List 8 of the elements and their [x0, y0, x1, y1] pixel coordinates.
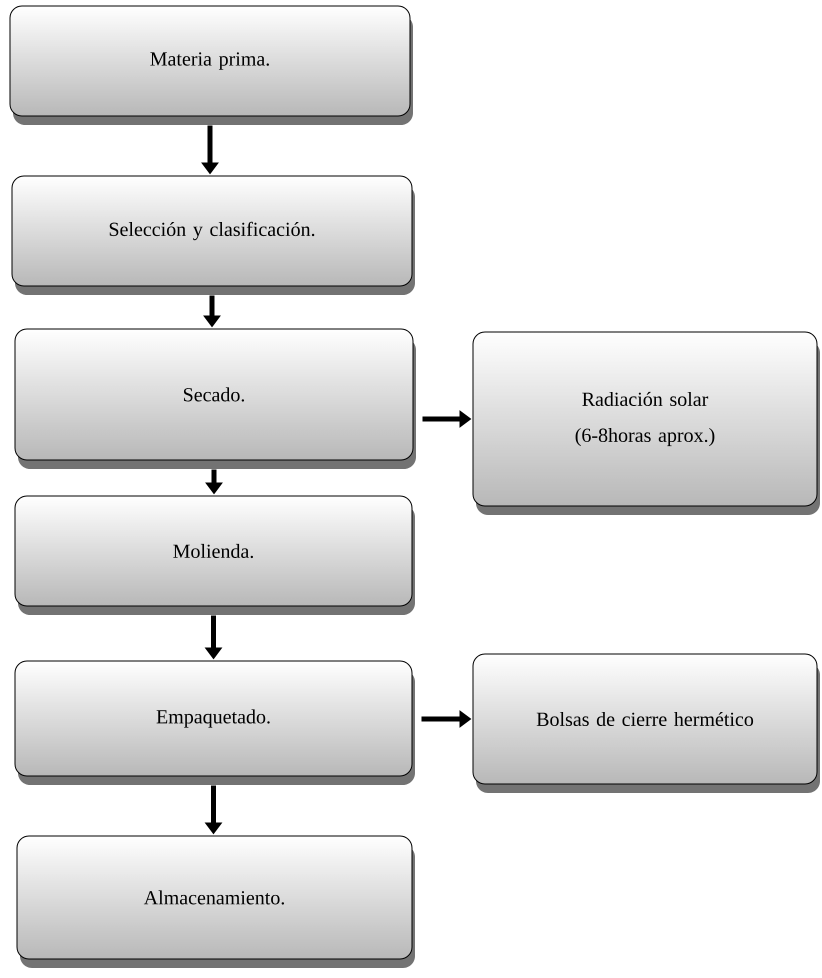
process-box: Almacenamiento. [16, 836, 415, 968]
process-box: Molienda. [14, 496, 415, 615]
process-box: Empaquetado. [14, 660, 415, 785]
process-box: Materia prima. [10, 6, 413, 125]
process-box: Secado. [14, 328, 416, 469]
process-box: Radiación solar (6-8horas aprox.) [472, 332, 820, 515]
process-box: Bolsas de cierre hermético [472, 654, 820, 793]
process-box: Selección y clasificación. [12, 176, 415, 295]
